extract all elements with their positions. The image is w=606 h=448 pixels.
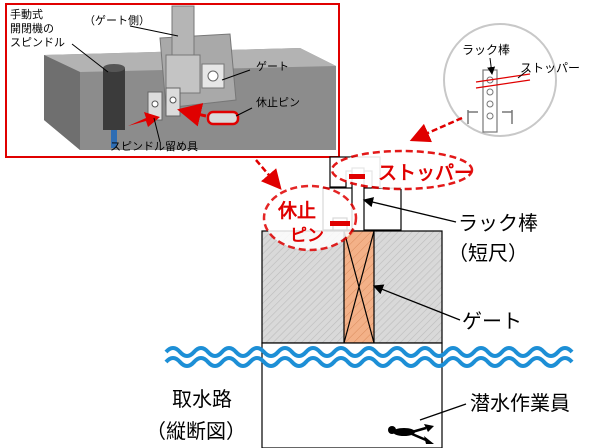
intake-sublabel: （縦断図） [146, 419, 246, 443]
circle-pointer-arrow [409, 116, 463, 143]
gate-label: ゲート [462, 309, 522, 333]
circle-stopper-label: ストッパー [520, 61, 580, 75]
diver-leader [419, 403, 467, 421]
inset-spindle-label-3: スピンドル [10, 36, 65, 49]
rack-bar-leader [362, 197, 457, 223]
stopper-callout: ストッパー [378, 162, 473, 184]
rack-bar-label: ラック棒 [458, 211, 538, 235]
inset-gate-label: ゲート [256, 60, 289, 73]
stop-pin-highlight-ellipse [262, 184, 358, 252]
inset-spindle-label-1: 手動式 [10, 7, 43, 21]
water-surface [164, 346, 574, 368]
intake-label: 取水路 [172, 387, 232, 411]
inset-photo [5, 3, 340, 158]
inset-stop-pin-label: 休止ピン [256, 96, 300, 109]
diver-label: 潜水作業員 [470, 391, 570, 415]
stop-pin-callout-2: ピン [290, 226, 324, 246]
inset-pointer-arrow [255, 159, 282, 190]
stop-pin-mark [330, 221, 350, 226]
gate-leader [372, 284, 461, 321]
rack-bar-sublabel: （短尺） [448, 241, 528, 265]
stopper-highlight-ellipse [330, 149, 474, 191]
stopper-mark [349, 174, 365, 179]
inset-spindle-label-2: 開閉機の [10, 21, 54, 35]
inset-gate-side-label: （ゲート側） [84, 14, 150, 27]
stopper-detail-circle [443, 23, 557, 137]
stop-pin-callout-1: 休止 [277, 200, 316, 222]
inset-retainer-label: スピンドル留め具 [110, 140, 198, 153]
circle-rack-bar-label: ラック棒 [462, 43, 510, 57]
diver-figure [388, 424, 434, 444]
